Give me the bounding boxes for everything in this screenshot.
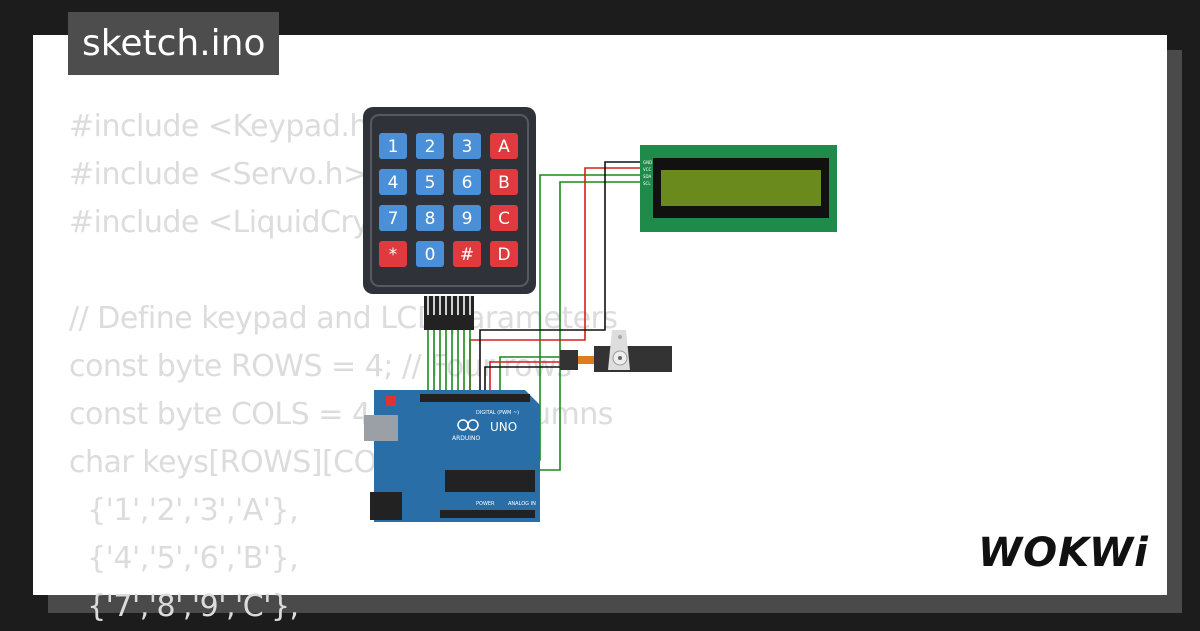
keypad[interactable]: 1 2 3 A 4 5 6 B 7 8 9 C * 0 # D [363,107,536,330]
svg-text:C: C [498,209,510,229]
code-line: {'7','8','9','C'}, [69,589,299,624]
svg-text:B: B [498,173,510,193]
keypad-key[interactable]: 7 [379,205,407,231]
wire-servo-signal [499,356,565,395]
keypad-key[interactable]: 5 [416,169,444,195]
arduino-brand-label: ARDUINO [452,435,481,442]
svg-text:9: 9 [462,209,473,229]
reset-button[interactable] [386,396,396,406]
keypad-key[interactable]: # [453,241,481,267]
wokwi-logo: WOKWi [978,530,1149,576]
code-line: const byte ROWS = 4; // Four rows [69,349,572,384]
digital-label: DIGITAL (PWM ~) [476,410,519,416]
file-title: sketch.ino [68,12,280,75]
code-line: // Define keypad and LCD parameters [69,301,618,336]
code-line: #include <Servo.h> [69,157,368,192]
keypad-connector [424,296,474,330]
svg-text:1: 1 [388,137,399,157]
keypad-key[interactable]: B [490,169,518,195]
svg-text:A: A [498,137,510,157]
svg-text:0: 0 [425,245,436,265]
lcd-pin-label: GND [643,160,652,165]
keypad-key[interactable]: 4 [379,169,407,195]
svg-text:2: 2 [425,137,436,157]
arduino-model-label: UNO [490,420,517,434]
svg-text:8: 8 [425,209,436,229]
lcd-pin-label: VCC [643,167,652,172]
svg-text:#: # [460,245,474,265]
servo-motor[interactable] [560,330,672,372]
code-line: {'1','2','3','A'}, [69,493,299,528]
keypad-key[interactable]: A [490,133,518,159]
keypad-key[interactable]: 2 [416,133,444,159]
arduino-uno[interactable]: UNO ARDUINO DIGITAL (PWM ~) POWER ANALOG… [364,390,540,522]
keypad-key[interactable]: C [490,205,518,231]
analog-label: ANALOG IN [508,501,536,507]
keypad-key[interactable]: D [490,241,518,267]
code-line: #include <Keypad.h> [69,109,393,144]
svg-text:*: * [389,245,398,265]
keypad-key[interactable]: 9 [453,205,481,231]
keypad-key[interactable]: 3 [453,133,481,159]
lcd-pin-label: SDA [643,174,652,179]
lcd-pin-label: SCL [643,181,651,186]
svg-text:7: 7 [388,209,399,229]
svg-text:4: 4 [388,173,399,193]
lcd-display[interactable]: GND VCC SDA SCL [640,145,837,232]
keypad-key[interactable]: * [379,241,407,267]
keypad-key[interactable]: 8 [416,205,444,231]
svg-text:3: 3 [462,137,473,157]
keypad-key[interactable]: 6 [453,169,481,195]
keypad-key[interactable]: 1 [379,133,407,159]
usb-port [364,415,398,441]
svg-text:5: 5 [425,173,436,193]
microcontroller-chip [445,470,535,492]
svg-text:D: D [497,245,510,265]
power-label: POWER [476,501,495,507]
code-line: {'4','5','6','B'}, [69,541,299,576]
power-jack [370,492,402,520]
keypad-key[interactable]: 0 [416,241,444,267]
svg-text:6: 6 [462,173,473,193]
servo-body [594,346,672,372]
lcd-screen [661,170,821,206]
